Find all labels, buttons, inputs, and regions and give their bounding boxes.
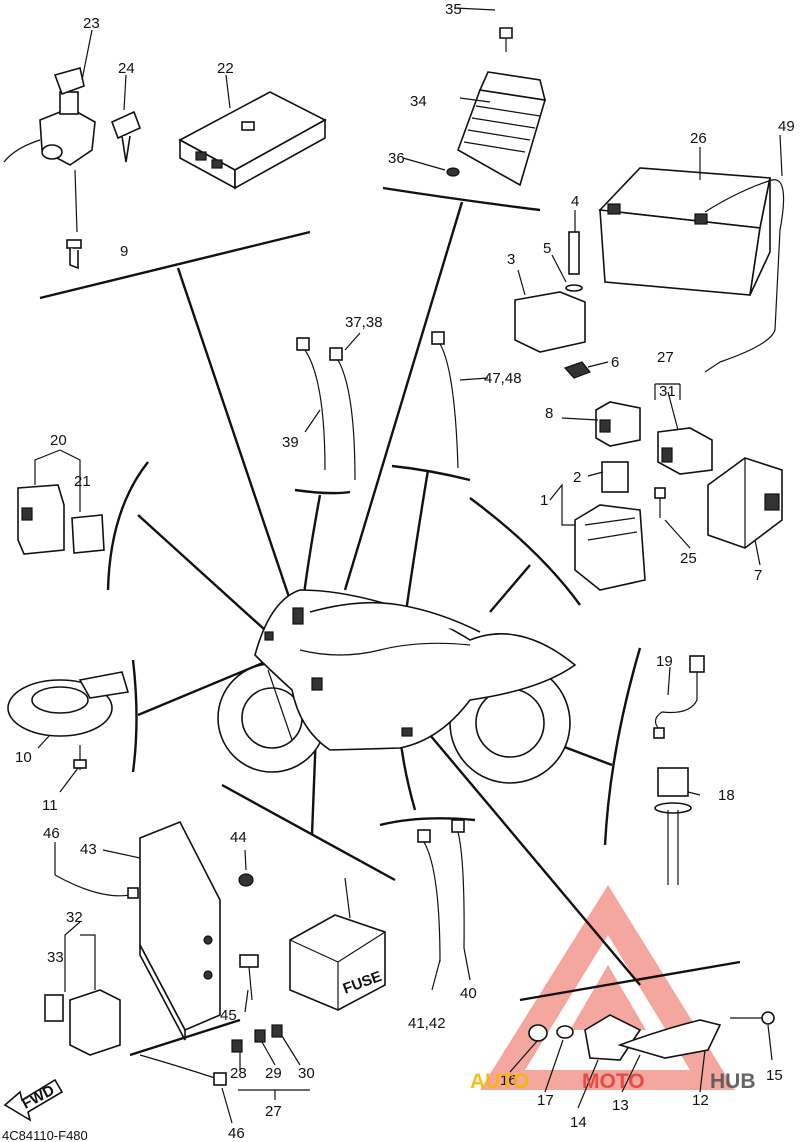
watermark-auto: AUTO [470,1070,529,1093]
neutral-switch [653,655,705,885]
motorcycle [217,589,577,784]
watermark-hub: HUB [710,1070,756,1093]
callout-49: 49 [778,118,795,135]
watermark-text: AUTO MOTO HUB [470,1070,756,1093]
callout-17: 17 [537,1092,554,1109]
callout-26: 26 [690,130,707,147]
callout-28: 28 [230,1065,247,1082]
callout-6: 6 [611,354,619,371]
watermark-moto: MOTO [582,1070,645,1093]
control-unit-7 [707,457,783,549]
callout-29: 29 [265,1065,282,1082]
ecu-unit [178,91,327,190]
callout-20: 20 [50,432,67,449]
starter-relay [574,461,666,591]
callout-31: 31 [659,383,676,400]
callout-43: 43 [80,841,97,858]
callout-44: 44 [230,829,247,846]
callout-labels: 23 24 22 9 35 34 36 26 49 4 5 3 6 27 31 … [15,1,795,1142]
callout-46-bottom: 46 [228,1125,245,1142]
callout-21: 21 [74,473,91,490]
group-divider-lines [39,186,741,1057]
callout-33: 33 [47,949,64,966]
cable-ties [296,331,459,481]
sidestand-switch [528,1011,775,1061]
horn [7,671,130,770]
callout-41-42: 41,42 [408,1015,446,1032]
callout-11: 11 [42,797,58,814]
relay-assembly-3 [514,231,591,379]
relay-8 [595,401,641,447]
fwd-label: FWD [19,1082,57,1113]
callout-36: 36 [388,150,405,167]
callout-18: 18 [718,787,735,804]
bracket-assembly [54,820,259,1041]
key [110,110,142,163]
callout-13: 13 [612,1097,629,1114]
connector-31 [657,427,713,475]
callout-27-bottom: 27 [265,1103,282,1120]
callout-15: 15 [766,1067,783,1084]
callout-12: 12 [692,1092,709,1109]
callout-27-top: 27 [657,349,674,366]
callout-46-top: 46 [43,825,60,842]
callout-22: 22 [217,60,234,77]
callout-47-48: 47,48 [484,370,522,387]
callout-23: 23 [83,15,100,32]
callout-35: 35 [445,1,462,18]
callout-5: 5 [543,240,551,257]
callout-leaders [34,7,783,1124]
callout-4: 4 [571,193,579,210]
callout-34: 34 [410,93,427,110]
callout-9: 9 [120,243,128,260]
callout-1: 1 [540,492,548,509]
callout-10: 10 [15,749,32,766]
callout-2: 2 [573,469,581,486]
callout-25: 25 [680,550,697,567]
relay-32 [44,989,227,1086]
callout-40: 40 [460,985,477,1002]
callout-32: 32 [66,909,83,926]
battery [598,167,785,373]
callout-37-38: 37,38 [345,314,383,331]
callout-45: 45 [220,1007,237,1024]
callout-39: 39 [282,434,299,451]
fwd-arrow-icon [3,1078,64,1122]
callout-19: 19 [656,653,673,670]
ignition-switch [3,67,96,270]
callout-3: 3 [507,251,515,268]
cable-ties-40 [417,819,465,963]
callout-8: 8 [545,405,553,422]
callout-24: 24 [118,60,135,77]
rectifier-regulator [446,27,547,187]
relay-20 [17,484,105,555]
fuse-box [231,877,386,1053]
callout-16: 16 [500,1072,517,1089]
callout-30: 30 [298,1065,315,1082]
callout-7: 7 [754,567,762,584]
diagram-code: 4C84110-F480 [2,1128,88,1142]
callout-14: 14 [570,1114,587,1131]
